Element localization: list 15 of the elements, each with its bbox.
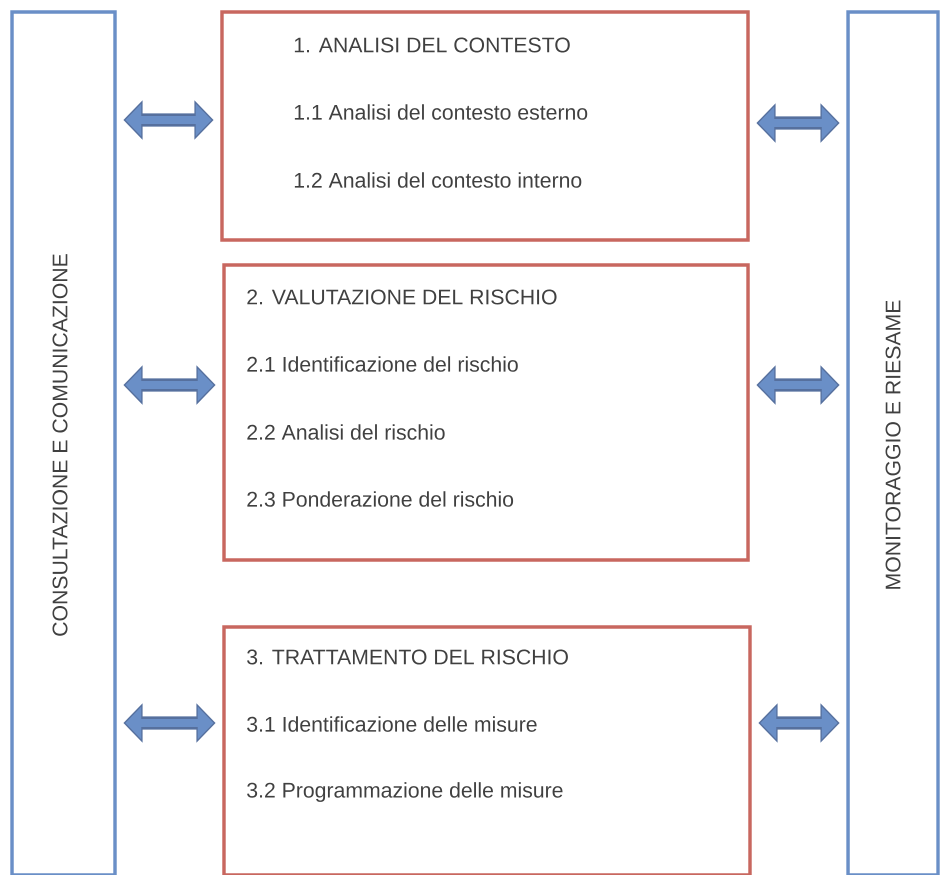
list-item: 2.3 Ponderazione del rischio xyxy=(247,491,514,507)
list-item: 3.2 Programmazione delle misure xyxy=(247,782,563,802)
side-panel: CONSULTAZIONE E COMUNICAZIONE xyxy=(10,10,117,875)
process-box xyxy=(222,625,752,875)
box-heading: 1. ANALISI DEL CONTESTO xyxy=(294,37,570,52)
list-item: 1.1 Analisi del contesto esterno xyxy=(294,104,588,120)
list-item: 2.1 Identificazione del rischio xyxy=(247,356,518,372)
box-heading: 2. VALUTAZIONE DEL RISCHIO xyxy=(247,289,557,304)
side-panel: MONITORAGGIO E RIESAME xyxy=(846,10,940,875)
process-box xyxy=(222,263,750,562)
list-item: 3.1 Identificazione delle misure xyxy=(247,716,537,732)
box-heading: 3. TRATTAMENTO DEL RISCHIO xyxy=(247,649,568,664)
process-box xyxy=(220,10,750,242)
list-item: 1.2 Analisi del contesto interno xyxy=(294,172,582,188)
list-item: 2.2 Analisi del rischio xyxy=(247,424,445,440)
